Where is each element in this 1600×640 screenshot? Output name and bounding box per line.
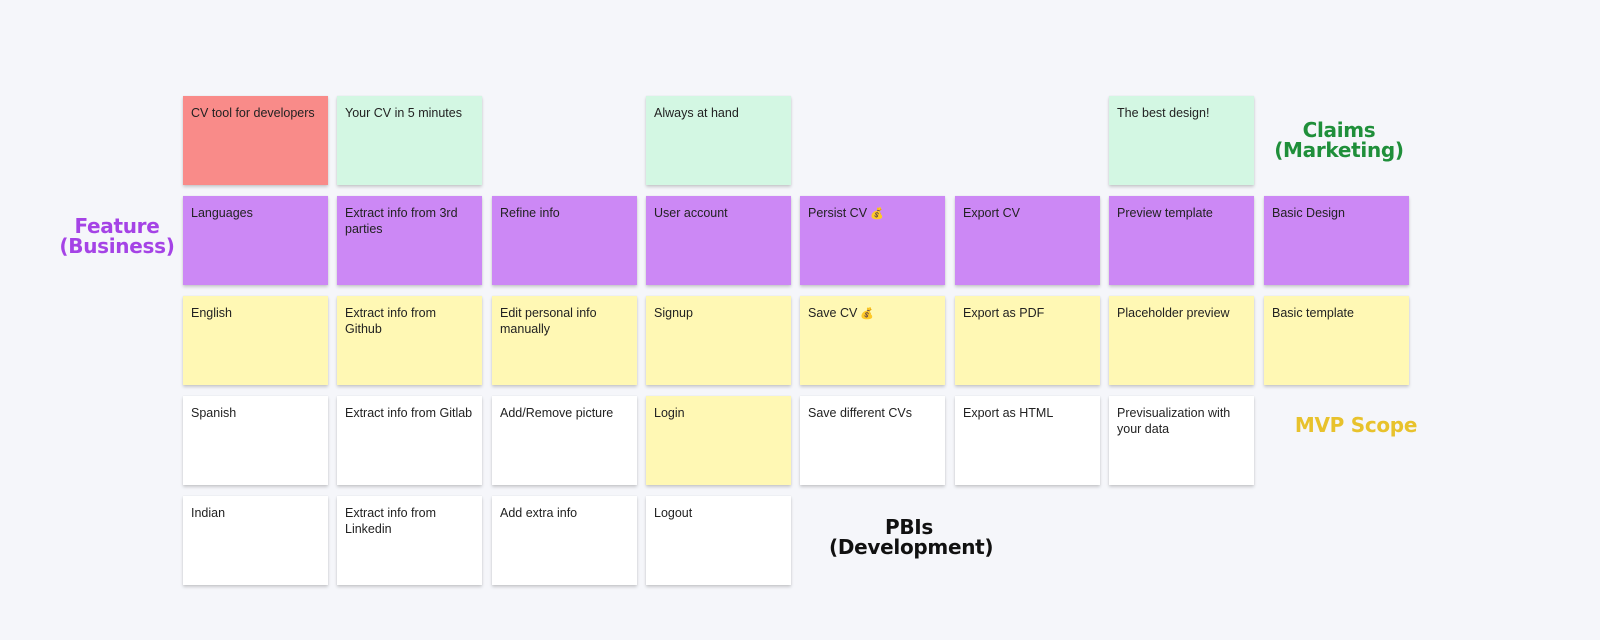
sticky-note-edit-personal-info[interactable]: Edit personal info manually [492,296,637,385]
sticky-note-save-different-cvs[interactable]: Save different CVs [800,396,945,485]
feature-label-line2: (Business) [59,234,175,258]
note-text: CV tool for developers [191,106,315,120]
sticky-note-extract-info-github[interactable]: Extract info from Github [337,296,482,385]
mvp-label-line1: MVP Scope [1294,413,1418,437]
claims-marketing-label: Claims (Marketing) [1274,120,1404,160]
sticky-note-export-cv[interactable]: Export CV [955,196,1100,285]
sticky-note-extract-info-3rd-parties[interactable]: Extract info from 3rd parties [337,196,482,285]
note-text: Add/Remove picture [500,406,614,420]
note-text: Signup [654,306,693,320]
sticky-note-basic-template[interactable]: Basic template [1264,296,1409,385]
sticky-note-save-cv[interactable]: Save CV💰 [800,296,945,385]
note-text: Basic template [1272,306,1354,320]
note-text: Spanish [191,406,237,420]
mvp-scope-label: MVP Scope [1286,415,1426,435]
sticky-note-placeholder-preview[interactable]: Placeholder preview [1109,296,1254,385]
note-text: Preview template [1117,206,1213,220]
note-text: Extract info from 3rd parties [345,206,458,236]
note-text: Add extra info [500,506,578,520]
pbis-label-line1: PBIs [884,515,934,539]
note-text: Previsualization with your data [1117,406,1231,436]
pbis-label-line2: (Development) [829,535,994,559]
sticky-note-refine-info[interactable]: Refine info [492,196,637,285]
sticky-note-logout[interactable]: Logout [646,496,791,585]
note-text: Always at hand [654,106,739,120]
note-text: Save different CVs [808,406,912,420]
sticky-note-export-as-pdf[interactable]: Export as PDF [955,296,1100,385]
sticky-note-preview-template[interactable]: Preview template [1109,196,1254,285]
money-bag-icon: 💰 [860,308,875,320]
note-text: Extract info from Linkedin [345,506,436,536]
sticky-note-extract-info-gitlab[interactable]: Extract info from Gitlab [337,396,482,485]
pbis-development-label: PBIs (Development) [829,515,994,559]
sticky-note-english[interactable]: English [183,296,328,385]
sticky-note-add-extra-info[interactable]: Add extra info [492,496,637,585]
sticky-note-export-as-html[interactable]: Export as HTML [955,396,1100,485]
note-text: Export CV [963,206,1020,220]
note-text: Logout [654,506,693,520]
note-text: Placeholder preview [1117,306,1230,320]
claims-label-line2: (Marketing) [1274,138,1404,162]
sticky-note-spanish[interactable]: Spanish [183,396,328,485]
feature-business-label: Feature (Business) [57,216,177,256]
note-text: Login [654,406,685,420]
note-text: Persist CV [808,206,868,220]
sticky-note-persist-cv[interactable]: Persist CV💰 [800,196,945,285]
note-text: English [191,306,232,320]
note-text: Refine info [500,206,560,220]
note-text: Export as PDF [963,306,1045,320]
sticky-note-user-account[interactable]: User account [646,196,791,285]
sticky-note-previsualization[interactable]: Previsualization with your data [1109,396,1254,485]
note-text: Languages [191,206,253,220]
sticky-note-extract-info-linkedin[interactable]: Extract info from Linkedin [337,496,482,585]
sticky-note-indian[interactable]: Indian [183,496,328,585]
note-text: Save CV [808,306,858,320]
sticky-note-cv-tool-for-developers[interactable]: CV tool for developers [183,96,328,185]
note-text: Indian [191,506,226,520]
note-text: Export as HTML [963,406,1054,420]
sticky-note-signup[interactable]: Signup [646,296,791,385]
note-text: Extract info from Gitlab [345,406,473,420]
sticky-note-your-cv-in-5-minutes[interactable]: Your CV in 5 minutes [337,96,482,185]
sticky-note-languages[interactable]: Languages [183,196,328,285]
money-bag-icon: 💰 [870,208,884,220]
sticky-note-login[interactable]: Login [646,396,791,485]
sticky-note-always-at-hand[interactable]: Always at hand [646,96,791,185]
sticky-note-add-remove-picture[interactable]: Add/Remove picture [492,396,637,485]
note-text: Basic Design [1272,206,1345,220]
note-text: Edit personal info manually [500,306,597,336]
note-text: Your CV in 5 minutes [345,106,462,120]
note-text: User account [654,206,728,220]
claims-label-line1: Claims [1302,118,1376,142]
note-text: Extract info from Github [345,306,436,336]
note-text: The best design! [1117,106,1210,120]
sticky-note-basic-design[interactable]: Basic Design [1264,196,1409,285]
sticky-note-the-best-design[interactable]: The best design! [1109,96,1254,185]
feature-label-line1: Feature [74,214,160,238]
